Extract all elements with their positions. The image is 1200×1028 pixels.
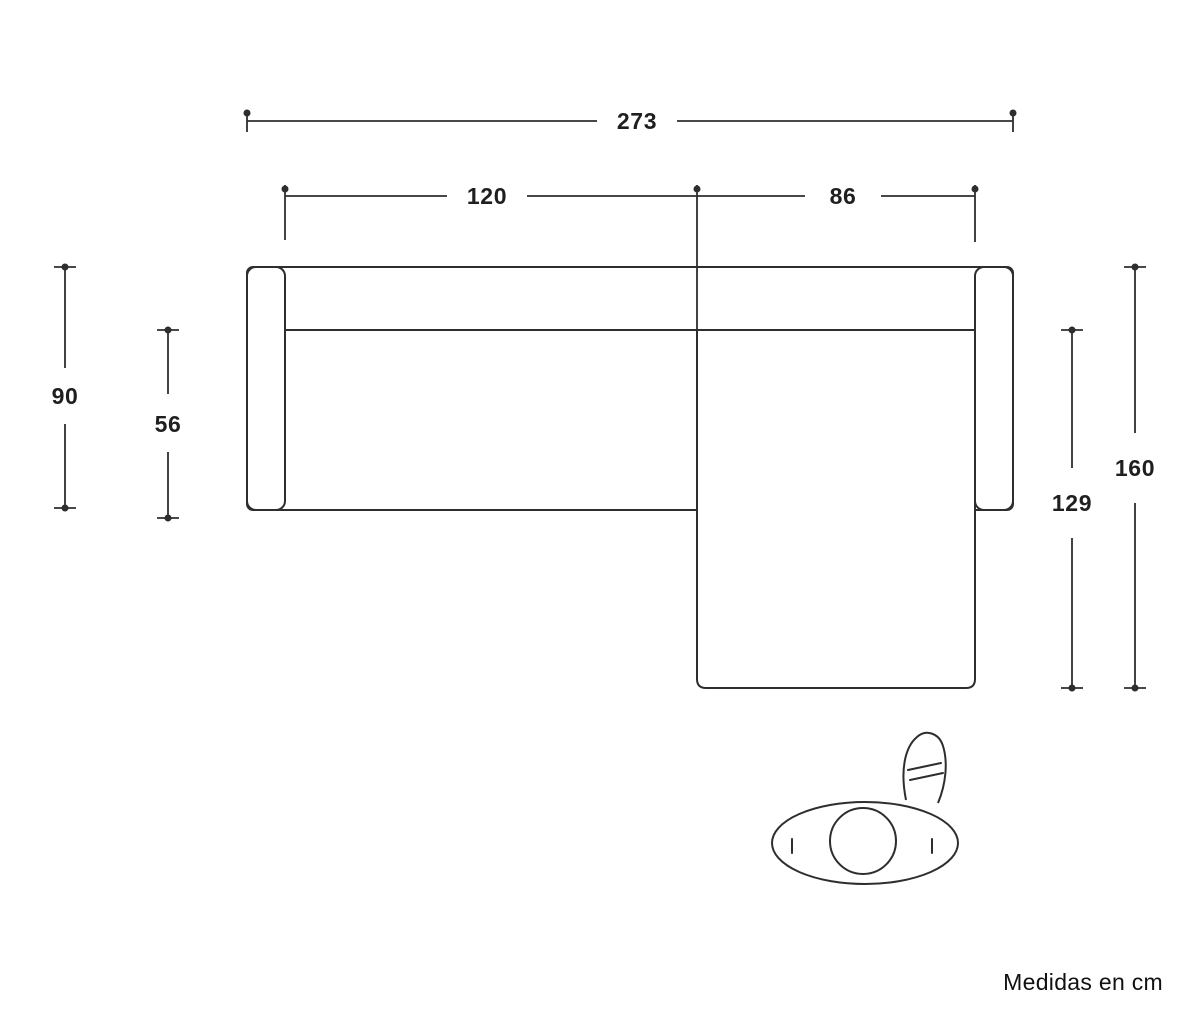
dim-chaise-width-dot-right <box>971 185 979 193</box>
sofa-plan <box>246 266 1014 689</box>
person-top-view-icon <box>771 731 959 885</box>
person-arm <box>902 731 947 804</box>
right-armrest <box>974 266 1014 511</box>
dim-total-depth-dot-top <box>1131 263 1139 271</box>
dim-chaise-depth-label: 129 <box>1052 490 1092 516</box>
dim-seat-width: 120 <box>281 183 697 240</box>
dim-body-depth-label: 90 <box>52 383 79 409</box>
dim-seat-depth: 56 <box>155 326 182 522</box>
dim-total-width-dot-left <box>243 109 251 117</box>
dim-chaise-width-label: 86 <box>830 183 857 209</box>
dim-seat-width-label: 120 <box>467 183 507 209</box>
left-armrest <box>246 266 286 511</box>
dim-seat-width-dot-left <box>281 185 289 193</box>
person-arm-band-1 <box>907 762 942 771</box>
dim-seat-depth-dot-top <box>164 326 172 334</box>
dim-total-depth: 160 <box>1115 263 1155 692</box>
dim-body-depth: 90 <box>52 263 79 512</box>
person-arm-band-2 <box>909 772 944 781</box>
dim-chaise-width-dot-left <box>693 185 701 193</box>
dim-body-depth-dot-bottom <box>61 504 69 512</box>
dim-total-width-dot-right <box>1009 109 1017 117</box>
dim-seat-depth-label: 56 <box>155 411 182 437</box>
dim-chaise-depth-dot-bottom <box>1068 684 1076 692</box>
dim-chaise-depth: 129 <box>1052 326 1092 692</box>
dim-chaise-width: 86 <box>693 183 979 330</box>
dim-chaise-depth-dot-top <box>1068 326 1076 334</box>
units-note: Medidas en cm <box>1003 969 1163 995</box>
dim-total-width: 273 <box>243 108 1017 134</box>
chaise-longue-outline <box>696 329 976 689</box>
person-head <box>829 807 897 875</box>
dim-total-depth-label: 160 <box>1115 455 1155 481</box>
dim-body-depth-dot-top <box>61 263 69 271</box>
dim-seat-depth-dot-bottom <box>164 514 172 522</box>
dim-total-depth-dot-bottom <box>1131 684 1139 692</box>
dim-total-width-label: 273 <box>617 108 657 134</box>
